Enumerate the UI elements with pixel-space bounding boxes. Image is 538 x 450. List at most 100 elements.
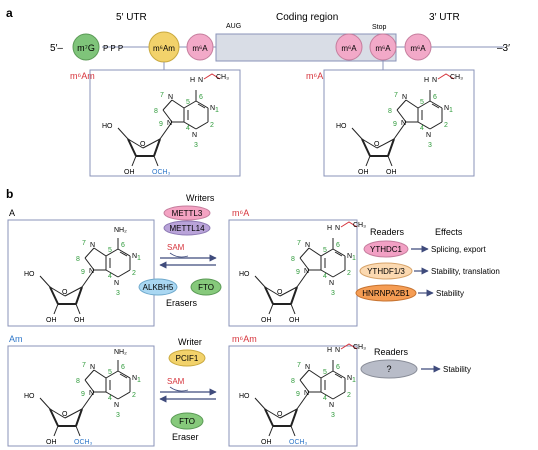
- position-1: 1: [449, 107, 453, 114]
- position-9: 9: [81, 269, 85, 276]
- bond: [351, 127, 363, 140]
- alkbh5-node: [138, 278, 178, 296]
- erasers-title: Erasers: [166, 298, 198, 308]
- m6a-structure-label: m⁶A: [306, 71, 323, 81]
- hydrogen-label: H: [424, 77, 429, 84]
- m6am-structure-label: m⁶Am: [70, 71, 95, 81]
- ythdf-effect: Stability, translation: [431, 267, 500, 276]
- adenosine-box: [7, 219, 155, 327]
- position-2: 2: [210, 122, 214, 129]
- c3-hydroxyl-label: OH: [358, 169, 369, 176]
- unknown-reader-effect: Stability: [443, 365, 471, 374]
- bond: [105, 269, 119, 278]
- bond: [195, 100, 209, 109]
- bond: [105, 248, 119, 257]
- mettl3-node: [163, 205, 211, 221]
- ring-oxygen-label: O: [62, 289, 68, 296]
- unknown-reader-label: ?: [386, 364, 391, 374]
- n7-label: N: [90, 364, 95, 371]
- bond: [361, 138, 378, 149]
- m6a-node-3utr-label: m⁶A: [410, 44, 426, 53]
- n6-nitrogen-label: N: [335, 225, 340, 232]
- hydroxymethyl-label: HO: [24, 271, 35, 278]
- bond: [84, 379, 95, 393]
- c2-hydroxyl-label: OH: [289, 317, 300, 324]
- bond: [332, 269, 346, 278]
- n6-methyl-label: CH₃: [353, 222, 366, 229]
- position-3: 3: [331, 290, 335, 297]
- bond: [81, 269, 95, 288]
- position-8: 8: [291, 378, 295, 385]
- position-7: 7: [297, 240, 301, 247]
- position-6: 6: [121, 364, 125, 371]
- n6-methyl-label: CH₃: [450, 74, 463, 81]
- n9-label: N: [304, 268, 309, 275]
- n6-methyl-label: CH₃: [353, 344, 366, 351]
- position-2: 2: [132, 270, 136, 277]
- sam-label-2: SAM: [167, 377, 185, 386]
- c2-methoxy-label: OCH₃: [289, 439, 308, 446]
- bond: [417, 121, 431, 130]
- pcif1-label: PCIF1: [176, 354, 199, 363]
- writer-title: Writer: [178, 337, 202, 347]
- position-1: 1: [352, 377, 356, 384]
- c3-hydroxyl-label: OH: [261, 439, 272, 446]
- bond: [320, 370, 334, 379]
- bond: [159, 121, 173, 140]
- bond: [429, 121, 443, 130]
- hydrogen-label: H: [327, 225, 332, 232]
- fto-label-2: FTO: [179, 417, 195, 426]
- position-2: 2: [132, 392, 136, 399]
- position-2: 2: [444, 122, 448, 129]
- position-9: 9: [296, 391, 300, 398]
- bond: [417, 100, 431, 109]
- three-prime-end: –3′: [497, 43, 510, 54]
- position-8: 8: [291, 256, 295, 263]
- sam-curve-1: [169, 252, 189, 258]
- five-utr-label: 5′ UTR: [116, 12, 147, 23]
- m6a-node-5utr-label: m⁶A: [192, 44, 208, 53]
- alkbh5-label: ALKBH5: [143, 283, 174, 292]
- c2-bond: [75, 425, 81, 437]
- bond: [105, 370, 119, 379]
- bond: [299, 257, 310, 271]
- position-9: 9: [393, 121, 397, 128]
- hydroxymethyl-label: HO: [102, 123, 113, 130]
- bond: [299, 247, 310, 259]
- ring-oxygen-label: O: [140, 141, 146, 148]
- double-bond: [119, 251, 128, 257]
- effects-title: Effects: [435, 227, 463, 237]
- n6-methyl-bond: [340, 343, 358, 350]
- n6-methyl-bond: [203, 73, 221, 80]
- bond: [117, 269, 131, 278]
- bond: [332, 391, 346, 400]
- c3-oh-bond: [365, 155, 371, 167]
- bond: [264, 408, 281, 419]
- position-3: 3: [194, 142, 198, 149]
- bond: [39, 275, 51, 288]
- bond: [290, 408, 298, 427]
- position-7: 7: [160, 92, 164, 99]
- bond: [429, 100, 443, 109]
- adenosine-title: A: [9, 208, 15, 218]
- position-7: 7: [82, 362, 86, 369]
- m6a-node-stop-label: m⁶A: [375, 44, 391, 53]
- bond: [81, 391, 95, 410]
- pcif1-node: [168, 349, 206, 367]
- bond: [117, 248, 131, 257]
- n7-label: N: [305, 364, 310, 371]
- bond: [320, 391, 334, 400]
- c3-oh-bond: [131, 155, 137, 167]
- position-8: 8: [76, 378, 80, 385]
- position-5: 5: [108, 247, 112, 254]
- position-6: 6: [336, 364, 340, 371]
- m6am-structure-box: [89, 69, 241, 177]
- fto-node-2: [170, 412, 204, 430]
- hydrogen-label: H: [327, 347, 332, 354]
- bond: [153, 138, 161, 157]
- n1-label: N: [347, 253, 352, 260]
